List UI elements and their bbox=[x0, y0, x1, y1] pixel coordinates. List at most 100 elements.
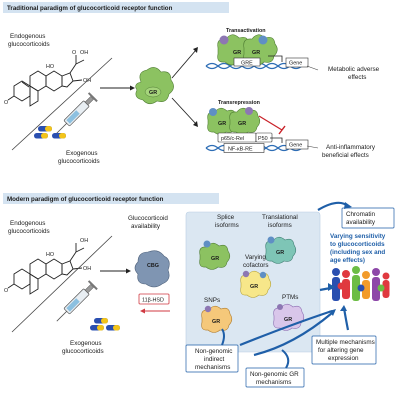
p50-box bbox=[255, 132, 273, 143]
arrow-indirect-up bbox=[221, 328, 225, 346]
gr-cofactors bbox=[240, 270, 272, 298]
syringe-icon-bottom bbox=[56, 280, 98, 322]
hsd-box bbox=[138, 293, 170, 305]
gr-dimer-transrepression bbox=[207, 107, 261, 135]
transactivation-gr-right: GR bbox=[252, 50, 260, 56]
nongenomic-gr-line2: mechanisms bbox=[256, 379, 291, 386]
ptms-gr-label: GR bbox=[284, 317, 292, 323]
people-group-icon bbox=[332, 266, 390, 301]
syringe-icon-top bbox=[56, 92, 98, 134]
mol-top-o2: O bbox=[4, 100, 8, 106]
snps-label: SNPs bbox=[204, 297, 220, 304]
chromatin-line2: availability bbox=[346, 219, 376, 226]
bottom-header: Modern paradigm of glucocorticoid recept… bbox=[7, 196, 164, 203]
gene-arrow-transactivation bbox=[268, 55, 283, 62]
multiple-line3: expression bbox=[328, 355, 359, 362]
cofactors-line1: Varying bbox=[245, 254, 266, 261]
transrepression-gr-right: GR bbox=[238, 121, 246, 127]
multiple-line1: Multiple mechanisms bbox=[316, 339, 375, 346]
gene-box-transactivation bbox=[285, 57, 309, 68]
bottom-header-bar bbox=[3, 193, 219, 204]
arrow-to-transactivation bbox=[171, 49, 197, 79]
metabolic-effect-line2: effects bbox=[348, 74, 366, 81]
nongenomic-indirect-line2: indirect bbox=[204, 356, 225, 363]
sensitivity-line1: Varying sensitivity bbox=[330, 233, 386, 240]
gene-arrow-transrepression bbox=[270, 137, 283, 143]
top-endogenous-line2: glucocorticoids bbox=[8, 41, 50, 48]
cbg-protein bbox=[134, 250, 170, 288]
top-header-bar bbox=[3, 2, 229, 13]
nfkb-box bbox=[223, 143, 265, 153]
gr-receptor-top bbox=[135, 67, 174, 105]
mol-top-oh1: OH bbox=[80, 50, 88, 56]
gr-snps bbox=[201, 305, 233, 333]
gr-translational-isoform bbox=[265, 236, 297, 264]
splice-gr-label: GR bbox=[211, 256, 219, 262]
steroid-molecule-top bbox=[7, 55, 85, 107]
nongenomic-indirect-line1: Non-genomic bbox=[195, 348, 232, 355]
top-exogenous-line1: Exogenous bbox=[66, 150, 98, 157]
top-separator-line bbox=[11, 57, 113, 151]
splice-line1: Splice bbox=[217, 214, 235, 221]
hsd-label: 11β-HSD bbox=[142, 298, 164, 304]
transactivation-gr-left: GR bbox=[233, 50, 241, 56]
bottom-separator-line bbox=[11, 235, 113, 333]
arrow-gr-up bbox=[281, 349, 290, 369]
bottom-exogenous-line2: glucocorticoids bbox=[62, 348, 104, 355]
gr-label-top: GR bbox=[149, 90, 157, 96]
gre-box bbox=[233, 57, 261, 67]
sensitivity-line4: age effects) bbox=[330, 257, 365, 264]
nongenomic-gr-line1: Non-genomic GR bbox=[250, 371, 299, 378]
top-exogenous-line2: glucocorticoids bbox=[58, 158, 100, 165]
top-endogenous-line1: Endogenous bbox=[10, 33, 45, 40]
p65-label: p65/c-Rel bbox=[221, 136, 244, 142]
gene-label-transactivation: Gene bbox=[289, 61, 302, 67]
mol-top-o1: O bbox=[72, 50, 76, 56]
chromatin-line1: Chromatin bbox=[346, 211, 376, 218]
repression-line bbox=[258, 115, 283, 131]
nongenomic-gr-box bbox=[245, 367, 305, 388]
gene-box-transrepression bbox=[285, 139, 309, 150]
antiinflammatory-line2: beneficial effects bbox=[322, 152, 369, 159]
transrepression-gr-left: GR bbox=[218, 121, 226, 127]
multiple-line2: for altering gene bbox=[318, 347, 364, 354]
cofactors-gr-label: GR bbox=[250, 284, 258, 290]
transrepression-title: Transrepression bbox=[218, 100, 260, 106]
mol-bottom-ho: HO bbox=[46, 252, 54, 258]
translational-gr-label: GR bbox=[276, 250, 284, 256]
nongenomic-indirect-box bbox=[185, 344, 239, 373]
metabolic-effect-line1: Metabolic adverse bbox=[328, 66, 380, 73]
bottom-endogenous-line2: glucocorticoids bbox=[8, 228, 50, 235]
gene-label-transrepression: Gene bbox=[289, 143, 302, 149]
mol-top-ho: HO bbox=[46, 64, 54, 70]
bottom-endogenous-line1: Endogenous bbox=[10, 220, 45, 227]
transactivation-title: Transactivation bbox=[226, 28, 266, 34]
gr-splice-isoform bbox=[199, 240, 231, 270]
nongenomic-indirect-line3: mechanisms bbox=[195, 364, 230, 371]
arrow-to-transrepression bbox=[171, 97, 197, 125]
snps-gr-label: GR bbox=[212, 319, 220, 325]
cofactors-line2: cofactors bbox=[243, 262, 269, 269]
ptms-label: PTMs bbox=[282, 294, 298, 301]
top-header: Traditional paradigm of glucocorticoid r… bbox=[7, 5, 173, 12]
gre-label: GRE bbox=[241, 61, 253, 67]
translational-line1: Translational bbox=[262, 214, 298, 221]
sensitivity-line2: to glucocorticoids bbox=[330, 241, 385, 248]
pills-icon-top bbox=[34, 126, 66, 139]
chromatin-box bbox=[341, 207, 395, 229]
sensitivity-line3: (including sex and bbox=[330, 249, 385, 256]
translational-line2: isoforms bbox=[268, 222, 292, 229]
antiinflammatory-line1: Anti-inflammatory bbox=[326, 144, 376, 151]
bottom-exogenous-line1: Exogenous bbox=[70, 340, 102, 347]
multiple-mechanisms-box bbox=[311, 335, 377, 365]
steroid-molecule-bottom bbox=[7, 243, 85, 295]
gr-dimer-transactivation bbox=[217, 34, 278, 66]
splice-line2: isoforms bbox=[215, 222, 239, 229]
mol-bottom-oh2: OH bbox=[83, 266, 91, 272]
pills-icon-bottom bbox=[90, 318, 120, 331]
availability-line1: Glucocorticoid bbox=[128, 215, 168, 222]
p50-label: P50 bbox=[258, 136, 268, 142]
cbg-label: CBG bbox=[147, 263, 159, 269]
